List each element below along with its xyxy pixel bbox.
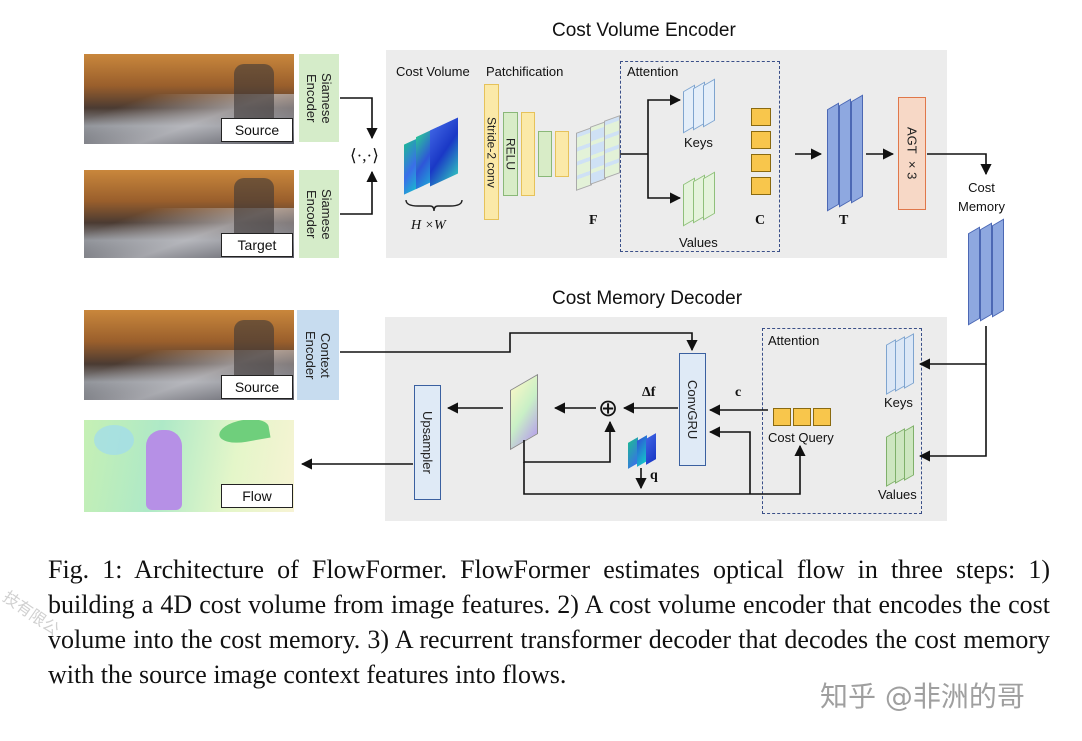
siamese-encoder-top: Siamese Encoder [299, 54, 339, 142]
figure-caption: Fig. 1: Architecture of FlowFormer. Flow… [48, 555, 1050, 689]
agt-label: AGT ×3 [904, 127, 920, 180]
c-token-2 [751, 131, 771, 149]
plus-symbol: ⊕ [598, 396, 619, 422]
encoder-keys-label: Keys [684, 135, 713, 150]
cost-volume-label: Cost Volume [396, 64, 470, 79]
cost-query-token-1 [773, 408, 791, 426]
c-token-1 [751, 108, 771, 126]
encoder-attention-label: Attention [627, 64, 679, 79]
decoder-keys-label: Keys [884, 395, 913, 410]
decoder-panel [385, 317, 947, 521]
siamese-encoder-bottom: Siamese Encoder [299, 170, 339, 258]
hw-label: H ×W [411, 218, 446, 233]
correlation-symbol: ⟨·,·⟩ [350, 146, 379, 165]
encoder-title: Cost Volume Encoder [552, 20, 736, 41]
relu-block-2 [538, 131, 552, 177]
cost-query-token-2 [793, 408, 811, 426]
source-label-bottom: Source [221, 375, 293, 399]
delta-f-label: Δf [642, 385, 656, 400]
decoder-c-label: c [735, 385, 742, 400]
cost-memory-label: Cost Memory [958, 180, 1005, 214]
patchification-label: Patchification [486, 64, 564, 79]
encoder-attention-box [620, 61, 780, 252]
stride-conv-label: Stride-2 conv [484, 116, 499, 188]
relu-label: RELU [503, 137, 518, 170]
upsampler-label: Upsampler [420, 411, 435, 474]
decoder-attention-box [762, 328, 922, 514]
flow-label: Flow [221, 484, 293, 508]
relu-block: RELU [503, 112, 518, 196]
cost-query-label: Cost Query [768, 430, 834, 445]
conv-block-2 [521, 112, 535, 196]
f-label: F [589, 213, 598, 228]
source-image-top [84, 54, 294, 144]
source-label-top: Source [221, 118, 293, 142]
hw-brace [405, 199, 463, 212]
conv-block-3 [555, 131, 569, 177]
c-label: C [755, 213, 766, 228]
c-token-3 [751, 154, 771, 172]
siamese-encoder-bottom-label: Siamese Encoder [304, 188, 334, 240]
target-label: Target [221, 233, 293, 257]
decoder-attention-label: Attention [768, 333, 820, 348]
upsampler-block: Upsampler [414, 385, 441, 500]
context-encoder-label: Context Encoder [303, 330, 333, 380]
convgru-block: ConvGRU [679, 353, 706, 466]
cost-query-token-3 [813, 408, 831, 426]
encoder-values-label: Values [679, 235, 718, 250]
agt-block: AGT ×3 [898, 97, 926, 210]
siamese-encoder-top-label: Siamese Encoder [304, 72, 334, 124]
stride-conv-block: Stride-2 conv [484, 84, 499, 220]
decoder-values-label: Values [878, 487, 917, 502]
context-encoder: Context Encoder [297, 310, 339, 400]
t-label: T [839, 213, 849, 228]
c-token-4 [751, 177, 771, 195]
q-label: q [650, 468, 658, 483]
convgru-label: ConvGRU [685, 379, 700, 440]
decoder-title: Cost Memory Decoder [552, 288, 743, 309]
watermark-zhihu: 知乎 @非洲的哥 [820, 680, 1025, 713]
